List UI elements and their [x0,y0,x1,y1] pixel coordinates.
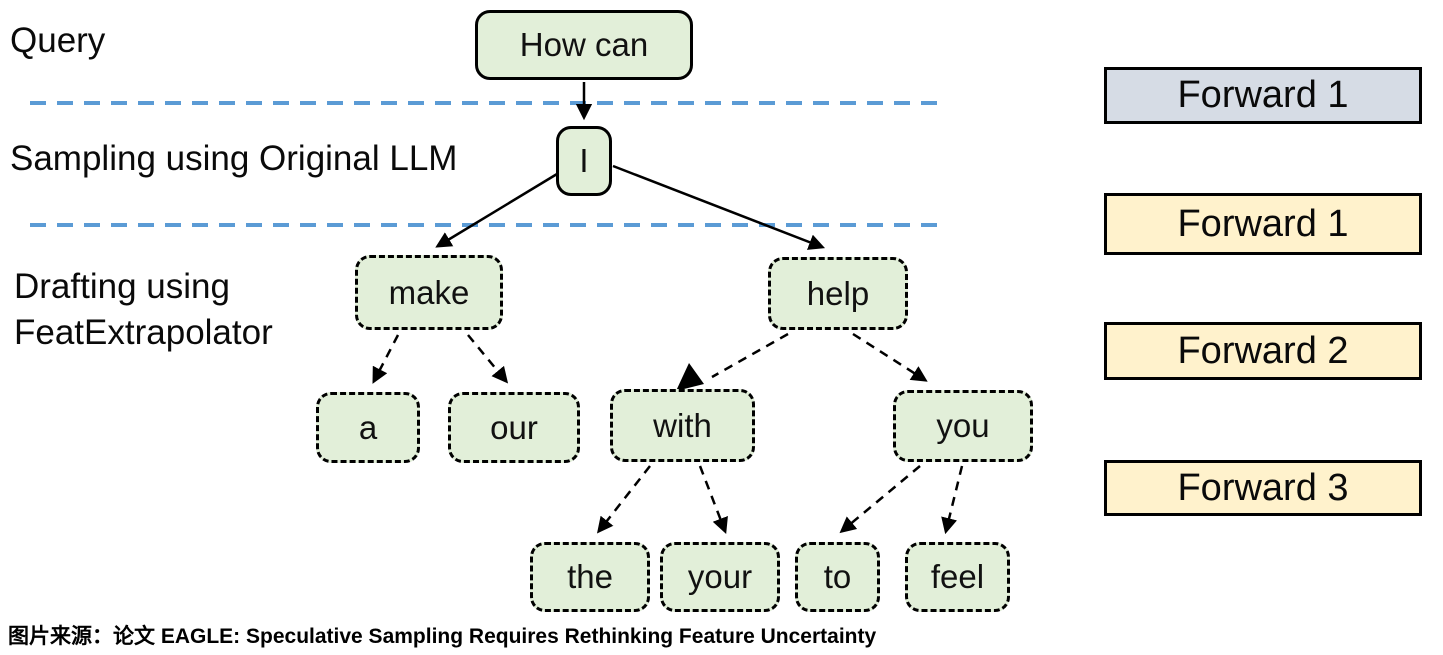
node-help: help [768,257,908,330]
edge-you-to [839,465,921,534]
edge-with-your [698,465,728,535]
forward-box-4: Forward 3 [1104,460,1422,516]
edge-help-you [852,332,928,382]
stage-label-query: Query [10,21,106,60]
node-feel: feel [905,542,1010,612]
node-our: our [448,392,580,463]
stage-label-drafting-line2: FeatExtrapolator [14,313,273,353]
node-make: make [355,255,503,330]
stage-label-drafting: Drafting using FeatExtrapolator [14,264,273,356]
node-you: you [893,390,1033,462]
edge-you-feel [941,465,964,535]
edge-i-make [435,172,558,248]
edge-i-help [612,164,826,250]
node-how-can: How can [475,10,693,80]
edge-with-the [596,465,651,534]
edge-make-our [467,334,509,384]
node-a: a [316,392,420,463]
node-to: to [795,542,880,612]
edge-make-a [372,334,400,384]
forward-box-2: Forward 1 [1104,193,1422,255]
forward-box-3: Forward 2 [1104,322,1422,380]
node-i: I [556,126,612,196]
edge-help-with [711,332,789,379]
image-source-caption: 图片来源：论文 EAGLE: Speculative Sampling Requ… [8,625,877,648]
node-your: your [660,542,780,612]
node-the: the [530,542,650,612]
edge-help-with-arrowhead [676,363,704,391]
node-with: with [610,389,755,462]
forward-box-1: Forward 1 [1104,67,1422,124]
stage-label-drafting-line1: Drafting using [14,267,230,306]
stage-label-sampling: Sampling using Original LLM [10,139,458,178]
